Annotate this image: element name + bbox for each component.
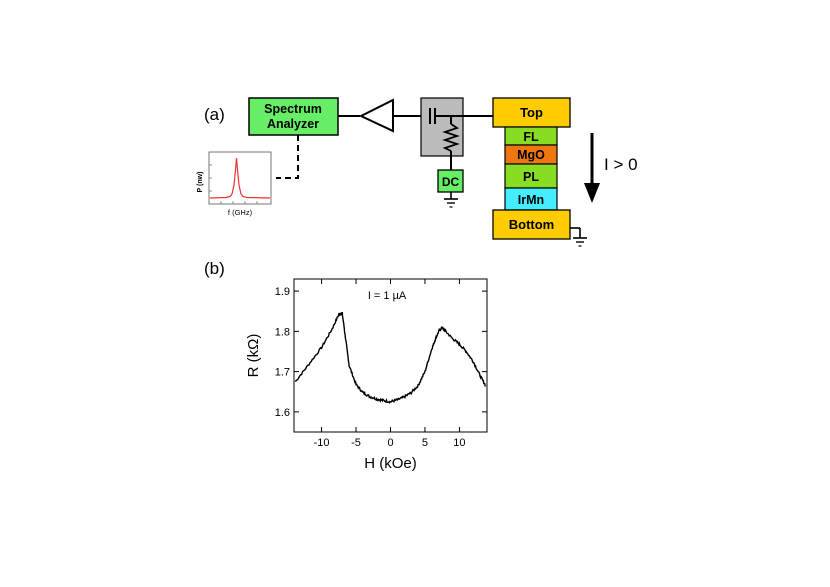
spectrum-analyzer-label-line2: Analyzer (267, 117, 319, 131)
bottom-electrode (492, 209, 571, 240)
current-label: I > 0 (604, 155, 638, 174)
resistance-chart: -10 -5 0 5 10 1.6 1.7 1.8 1.9 I = 1 µA H (kOe) R… (245, 278, 488, 472)
ground-icon-dc (444, 192, 458, 208)
layer-fl-label: FL (523, 130, 539, 144)
layer-pl-label: PL (523, 170, 539, 184)
dc-source-label: DC (442, 175, 460, 189)
y-tick-label: 1.9 (275, 286, 290, 298)
y-tick-label: 1.6 (275, 407, 290, 419)
series-line (294, 311, 486, 405)
x-tick-label: -10 (314, 437, 330, 449)
chart-ticks: -10 -5 0 5 10 1.6 1.7 1.8 1.9 (275, 279, 487, 449)
inset-ticks (209, 164, 258, 204)
mtj-stack: Top FL MgO PL IrMn Bottom (492, 97, 571, 240)
x-tick-label: 10 (453, 437, 465, 449)
inset-spectrum: P (nw) f (GHz) (197, 151, 272, 217)
x-tick-label: -5 (351, 437, 361, 449)
inset-xlabel: f (GHz) (228, 208, 253, 217)
y-tick-label: 1.7 (275, 367, 290, 379)
spectrum-analyzer-box (248, 97, 339, 136)
chart-annotation: I = 1 µA (368, 290, 407, 302)
bottom-electrode-label: Bottom (509, 217, 555, 232)
inductor-icon (442, 116, 460, 170)
inset-ylabel: P (nw) (197, 172, 204, 193)
layer-pl (504, 163, 558, 189)
x-tick-label: 0 (387, 437, 393, 449)
top-electrode (492, 97, 571, 128)
ground-icon-bottom (570, 227, 587, 247)
inset-spectrum-line (209, 157, 271, 199)
current-arrow-icon (584, 133, 600, 203)
y-tick-label: 1.8 (275, 326, 290, 338)
layer-mgo-label: MgO (517, 148, 545, 162)
x-tick-label: 5 (422, 437, 428, 449)
dc-source: DC (437, 169, 464, 193)
panel-a-label: (a) (204, 105, 225, 124)
spectrum-analyzer-label-line1: Spectrum (264, 102, 322, 116)
layer-irmn-label: IrMn (518, 193, 544, 207)
top-electrode-label: Top (520, 105, 543, 120)
dashed-connector (276, 135, 299, 179)
y-axis-label: R (kΩ) (245, 334, 262, 378)
spectrum-analyzer: Spectrum Analyzer (248, 97, 339, 136)
x-axis-label: H (kOe) (364, 455, 417, 472)
panel-b-label: (b) (204, 259, 225, 278)
inset-frame (208, 151, 272, 205)
amplifier-icon (358, 98, 394, 133)
